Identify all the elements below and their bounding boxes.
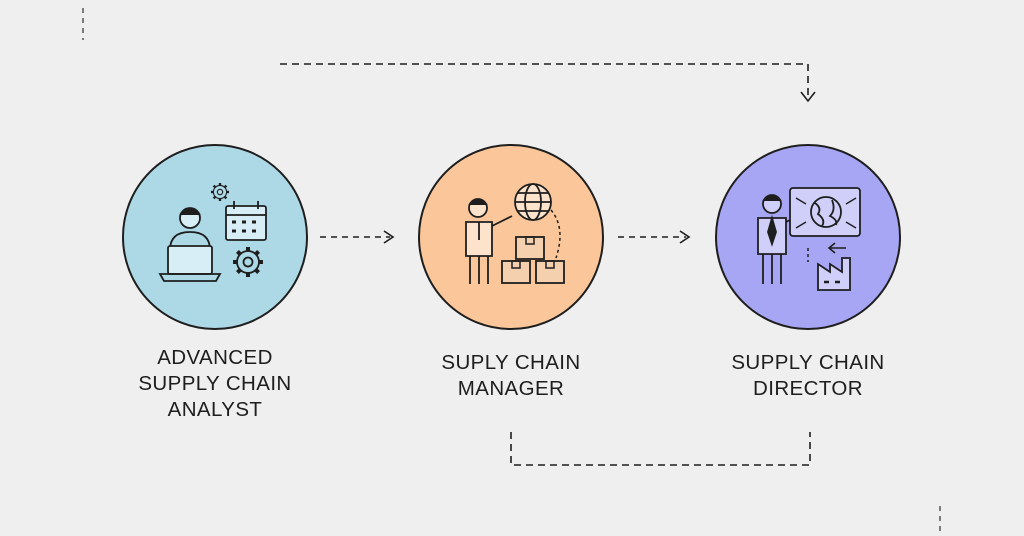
stage-director-line-2: DIRECTOR [753, 377, 863, 400]
stage-analyst-line-1: ADVANCED [157, 346, 273, 369]
stage-director-label: SUPPLY CHAIN DIRECTOR [688, 350, 928, 402]
person-icon [465, 198, 513, 284]
person-icon [757, 194, 807, 284]
stage-analyst-line-2: SUPPLY CHAIN [138, 372, 292, 395]
bottom-connector [510, 432, 811, 466]
person-icon [169, 207, 211, 251]
top-connector-arrowhead [800, 91, 816, 103]
stage-director-node [715, 144, 901, 330]
stage-manager-node [418, 144, 604, 330]
stage-manager-label: SUPLY CHAIN MANAGER [391, 350, 631, 402]
factory-icon [817, 257, 851, 291]
stage-manager-line-1: SUPLY CHAIN [441, 351, 581, 374]
globe-icon [514, 183, 552, 221]
stage-director-line-1: SUPPLY CHAIN [731, 351, 885, 374]
stage-analyst-label: ADVANCED SUPPLY CHAIN ANALYST [95, 345, 335, 423]
world-map-board-icon [789, 187, 861, 237]
director-arrow [827, 242, 846, 254]
laptop-icon [158, 245, 222, 282]
calendar-icon [225, 201, 267, 241]
arrow-analyst-to-manager [320, 230, 395, 244]
stage-manager-line-2: MANAGER [457, 377, 565, 400]
stage-analyst-node [122, 144, 308, 330]
top-connector [280, 63, 809, 98]
arrow-manager-to-director [618, 230, 691, 244]
stage-analyst-line-3: ANALYST [167, 398, 263, 421]
